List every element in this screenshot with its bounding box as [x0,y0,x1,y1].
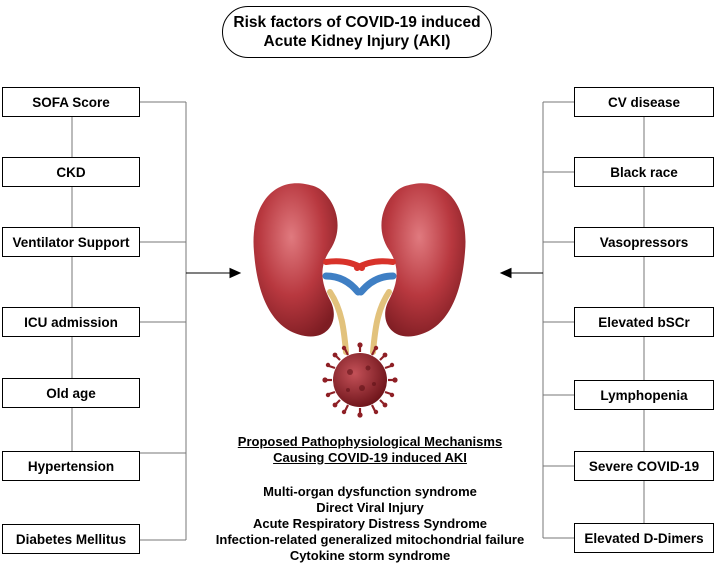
right-arrow-icon [499,267,512,279]
left-arrow-icon [229,267,242,279]
title-line-2: Acute Kidney Injury (AKI) [263,33,451,50]
factor-old-age: Old age [2,378,140,408]
factor-ckd: CKD [2,157,140,187]
mechanisms-list: Multi-organ dysfunction syndrome Direct … [200,484,540,564]
coronavirus-icon [322,342,398,418]
factor-lymphopenia: Lymphopenia [574,380,714,410]
factor-elevated-bscr: Elevated bSCr [574,307,714,337]
right-kidney-icon [381,183,466,337]
mechanisms-heading-line-1: Proposed Pathophysiological Mechanisms [237,434,503,449]
factor-black-race: Black race [574,157,714,187]
mechanism-item: Cytokine storm syndrome [289,548,451,563]
factor-vasopressors: Vasopressors [574,227,714,257]
factor-hypertension: Hypertension [2,451,140,481]
factor-sofa-score: SOFA Score [2,87,140,117]
mechanism-item: Multi-organ dysfunction syndrome [263,484,477,499]
mechanisms-heading-line-2: Causing COVID-19 induced AKI [273,450,467,465]
mechanism-item: Direct Viral Injury [316,500,424,515]
title-box: Risk factors of COVID-19 induced Acute K… [222,6,492,58]
mechanism-item: Acute Respiratory Distress Syndrome [252,516,488,531]
factor-cv-disease: CV disease [574,87,714,117]
factor-diabetes-mellitus: Diabetes Mellitus [2,524,140,554]
left-kidney-icon [253,183,338,337]
factor-severe-covid-19: Severe COVID-19 [574,451,714,481]
factor-icu-admission: ICU admission [2,307,140,337]
mechanism-item: Infection-related generalized mitochondr… [215,532,525,547]
factor-elevated-d-dimers: Elevated D-Dimers [574,523,714,553]
title-line-1: Risk factors of COVID-19 induced [233,14,481,31]
factor-ventilator-support: Ventilator Support [2,227,140,257]
mechanisms-heading: Proposed Pathophysiological Mechanisms C… [200,434,540,466]
